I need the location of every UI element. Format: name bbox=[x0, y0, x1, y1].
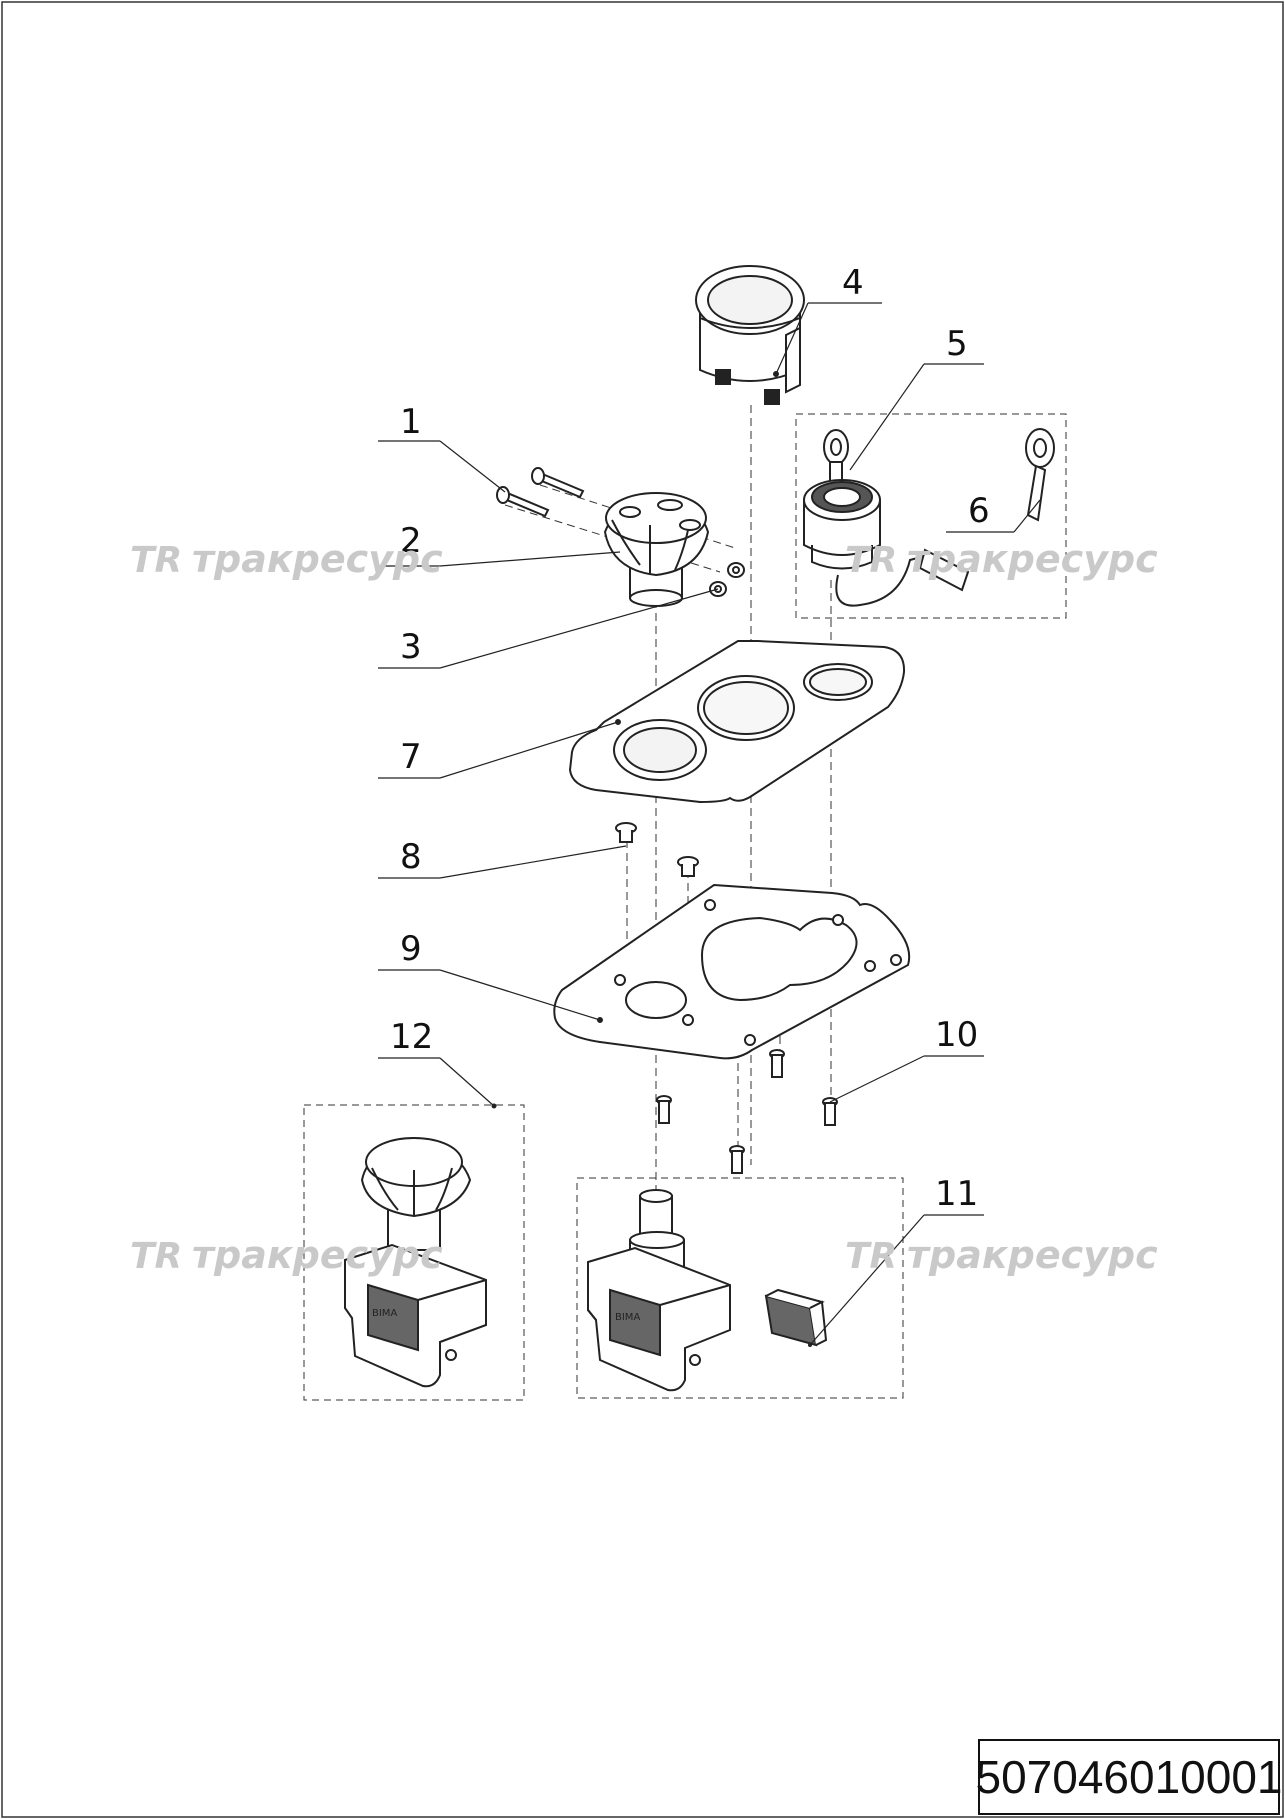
svg-text:TR: TR bbox=[130, 1236, 182, 1277]
callout-7: 7 bbox=[400, 737, 422, 777]
callout-11: 11 bbox=[935, 1174, 978, 1214]
switch-brand-label-12: BIMA bbox=[372, 1308, 397, 1319]
callout-12: 12 bbox=[390, 1017, 433, 1057]
callout-2: 2 bbox=[400, 521, 422, 561]
part-2-knob bbox=[603, 492, 710, 607]
callout-4: 4 bbox=[842, 263, 864, 303]
callout-8: 8 bbox=[400, 837, 422, 877]
part-5-6-group-box bbox=[795, 413, 1067, 619]
callout-1: 1 bbox=[400, 402, 422, 442]
part-12-switch-with-knob bbox=[344, 1136, 487, 1388]
watermark-bottom-left: TR тракресурс bbox=[130, 1233, 443, 1277]
svg-text:тракресурс: тракресурс bbox=[907, 537, 1158, 581]
switch-brand-label: BIMA bbox=[615, 1312, 640, 1323]
part-8-screws bbox=[615, 822, 699, 877]
callout-5: 5 bbox=[946, 324, 968, 364]
watermark-top-right: TR тракресурс bbox=[845, 537, 1158, 581]
part-9-mounting-plate bbox=[553, 883, 911, 1060]
svg-text:TR: TR bbox=[130, 540, 182, 581]
svg-text:TR: TR bbox=[845, 540, 897, 581]
part-10-screws bbox=[656, 1049, 838, 1174]
svg-text:тракресурс: тракресурс bbox=[907, 1233, 1158, 1277]
svg-text:тракресурс: тракресурс bbox=[192, 537, 443, 581]
watermark-top-left: TR тракресурс bbox=[130, 537, 443, 581]
part-5-ignition-lock bbox=[803, 429, 970, 607]
callout-6: 6 bbox=[968, 491, 990, 531]
part-11-switch-assembly bbox=[587, 1189, 828, 1392]
callout-10: 10 bbox=[935, 1015, 978, 1055]
part-7-top-panel bbox=[568, 640, 906, 804]
part-1-bolts bbox=[496, 467, 585, 518]
part-11-group-box bbox=[576, 1177, 904, 1399]
svg-text:тракресурс: тракресурс bbox=[192, 1233, 443, 1277]
part-6-key bbox=[1025, 428, 1055, 522]
part-12-group-box bbox=[303, 1104, 525, 1401]
part-4-gauge bbox=[695, 265, 805, 405]
callout-9: 9 bbox=[400, 929, 422, 969]
watermark-bottom-right: TR тракресурс bbox=[845, 1233, 1158, 1277]
document-number: 507046010001 bbox=[976, 1739, 1283, 1815]
leader-dots bbox=[491, 372, 812, 1347]
part-3-nuts bbox=[709, 562, 745, 597]
callout-3: 3 bbox=[400, 627, 422, 667]
leader-lines bbox=[378, 302, 1041, 1346]
svg-text:TR: TR bbox=[845, 1236, 897, 1277]
